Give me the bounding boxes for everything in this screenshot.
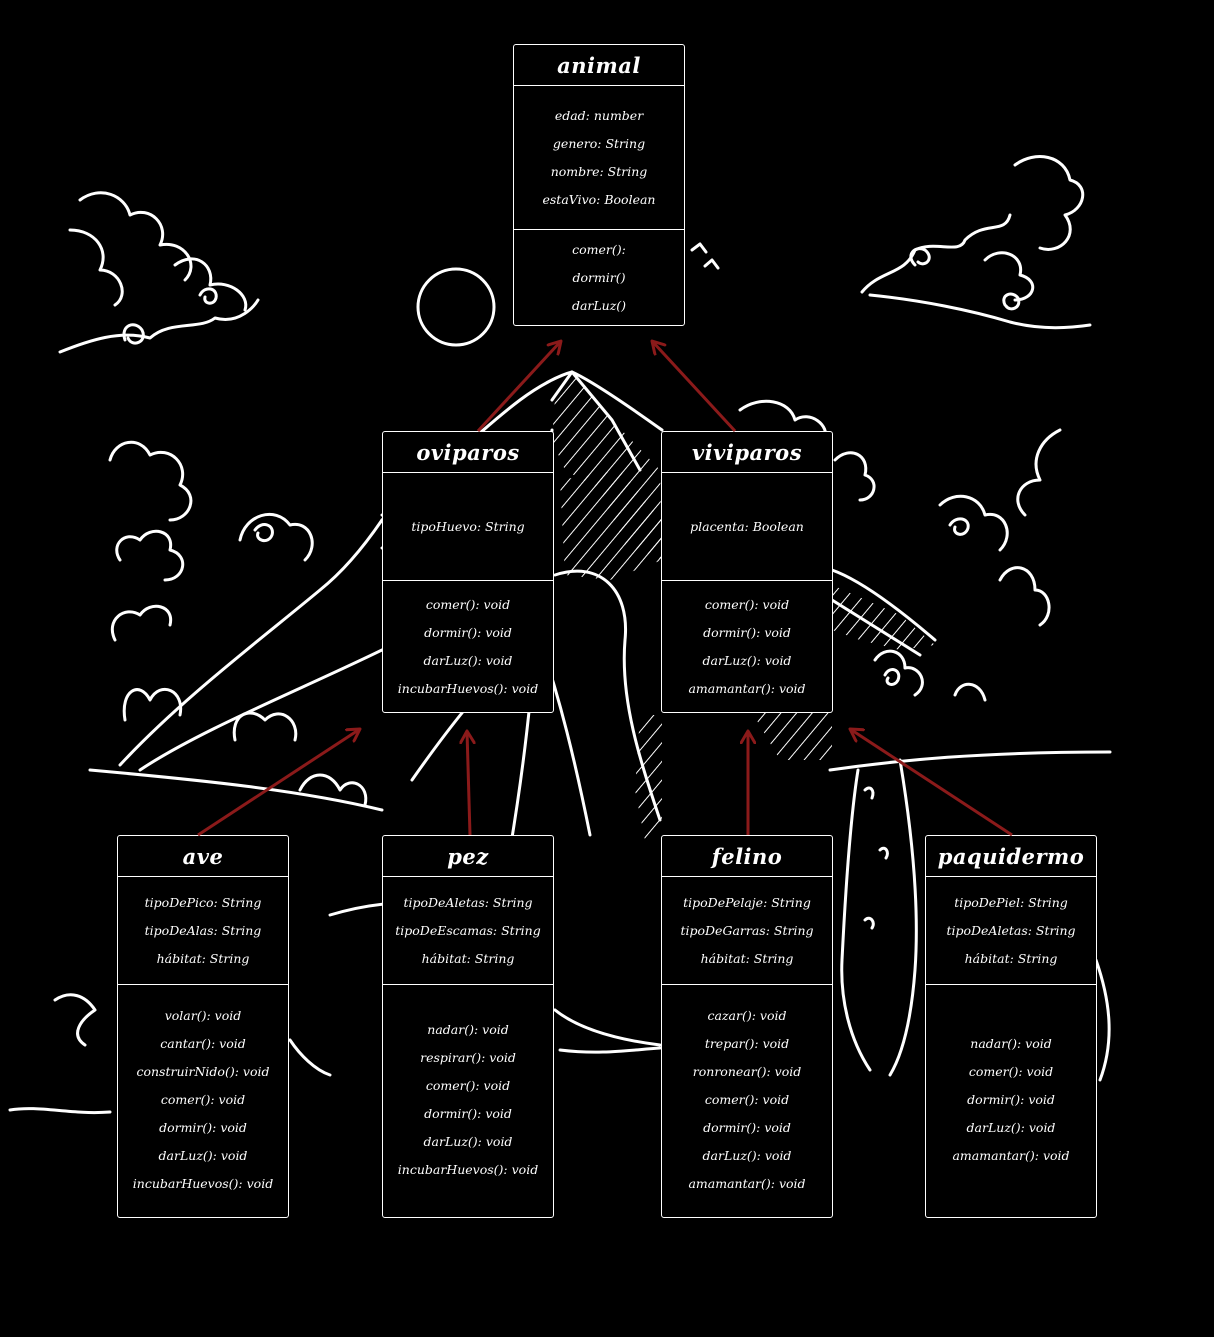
attribute: tipoDeEscamas: String bbox=[395, 922, 541, 938]
methods-section: volar(): void cantar(): void construirNido… bbox=[118, 985, 288, 1215]
attribute: edad: number bbox=[554, 107, 644, 123]
class-pez[interactable]: pez tipoDeAletas: String tipoDeEscamas: S… bbox=[382, 835, 554, 1218]
method: volar(): void bbox=[164, 1008, 242, 1023]
sun-icon bbox=[416, 267, 496, 347]
class-name: viviparos bbox=[662, 432, 832, 473]
method: darLuz(): void bbox=[702, 652, 792, 668]
class-name: oviparos bbox=[383, 432, 553, 473]
attribute: tipoDeAlas: String bbox=[144, 922, 262, 938]
methods-section: nadar(): void comer(): void dormir(): void… bbox=[926, 985, 1096, 1215]
attribute: estaVivo: Boolean bbox=[542, 191, 656, 207]
cloud-left-icon bbox=[58, 191, 260, 354]
class-oviparos[interactable]: oviparos tipoHuevo: String comer(): void… bbox=[382, 431, 554, 713]
attribute: genero: String bbox=[552, 135, 646, 151]
attribute: tipoDeAletas: String bbox=[403, 894, 533, 910]
class-name: paquidermo bbox=[926, 836, 1096, 877]
method: darLuz(): void bbox=[423, 652, 513, 668]
methods-section: comer(): dormir() darLuz() bbox=[514, 230, 684, 325]
method: darLuz(): void bbox=[702, 1148, 792, 1163]
method: darLuz() bbox=[571, 297, 627, 313]
method: dormir(): void bbox=[424, 1106, 512, 1121]
method: trepar(): void bbox=[704, 1036, 790, 1051]
methods-section: comer(): void dormir(): void darLuz(): voi… bbox=[383, 581, 553, 712]
method: darLuz(): void bbox=[423, 1134, 513, 1149]
method: dormir(): void bbox=[967, 1092, 1055, 1107]
attribute: placenta: Boolean bbox=[690, 518, 804, 534]
method: incubarHuevos(): void bbox=[397, 680, 539, 696]
attribute: tipoDePiel: String bbox=[954, 894, 1068, 910]
method: comer(): void bbox=[160, 1092, 246, 1107]
method: ronronear(): void bbox=[692, 1064, 802, 1079]
methods-section: nadar(): void respirar(): void comer(): vo… bbox=[383, 985, 553, 1215]
method: darLuz(): void bbox=[158, 1148, 248, 1163]
method: cantar(): void bbox=[160, 1036, 246, 1051]
attributes-section: tipoHuevo: String bbox=[383, 473, 553, 581]
attributes-section: placenta: Boolean bbox=[662, 473, 832, 581]
method: nadar(): void bbox=[970, 1036, 1052, 1051]
bird-icon bbox=[690, 242, 708, 254]
attribute: hábitat: String bbox=[964, 950, 1058, 966]
method: nadar(): void bbox=[427, 1022, 509, 1037]
method: comer(): void bbox=[968, 1064, 1054, 1079]
bird-icon bbox=[703, 258, 720, 270]
method: amamantar(): void bbox=[952, 1148, 1070, 1163]
attributes-section: edad: number genero: String nombre: String… bbox=[514, 86, 684, 230]
methods-section: comer(): void dormir(): void darLuz(): voi… bbox=[662, 581, 832, 712]
attribute: tipoDePico: String bbox=[144, 894, 262, 910]
method: darLuz(): void bbox=[966, 1120, 1056, 1135]
class-viviparos[interactable]: viviparos placenta: Boolean comer(): voi… bbox=[661, 431, 833, 713]
method: incubarHuevos(): void bbox=[397, 1162, 539, 1177]
method: dormir(): void bbox=[159, 1120, 247, 1135]
attributes-section: tipoDePiel: String tipoDeAletas: String há… bbox=[926, 877, 1096, 985]
class-name: animal bbox=[514, 45, 684, 86]
class-name: felino bbox=[662, 836, 832, 877]
cloud-right-icon bbox=[860, 155, 1092, 330]
method: amamantar(): void bbox=[688, 1176, 806, 1191]
attribute: hábitat: String bbox=[421, 950, 515, 966]
method: construirNido(): void bbox=[136, 1064, 270, 1079]
attribute: tipoHuevo: String bbox=[411, 518, 525, 534]
method: comer(): bbox=[572, 241, 626, 257]
attributes-section: tipoDePelaje: String tipoDeGarras: String… bbox=[662, 877, 832, 985]
class-paquidermo[interactable]: paquidermo tipoDePiel: String tipoDeAleta… bbox=[925, 835, 1097, 1218]
method: incubarHuevos(): void bbox=[132, 1176, 274, 1191]
attribute: tipoDeAletas: String bbox=[946, 922, 1076, 938]
method: dormir(): void bbox=[703, 1120, 791, 1135]
attribute: nombre: String bbox=[550, 163, 648, 179]
method: cazar(): void bbox=[707, 1008, 787, 1023]
method: respirar(): void bbox=[420, 1050, 516, 1065]
method: comer(): void bbox=[704, 1092, 790, 1107]
method: comer(): void bbox=[425, 596, 511, 612]
method: amamantar(): void bbox=[688, 680, 806, 696]
class-felino[interactable]: felino tipoDePelaje: String tipoDeGarras:… bbox=[661, 835, 833, 1218]
attributes-section: tipoDeAletas: String tipoDeEscamas: Strin… bbox=[383, 877, 553, 985]
methods-section: cazar(): void trepar(): void ronronear(): … bbox=[662, 985, 832, 1215]
attribute: hábitat: String bbox=[156, 950, 250, 966]
method: dormir(): void bbox=[703, 624, 791, 640]
attribute: hábitat: String bbox=[700, 950, 794, 966]
attributes-section: tipoDePico: String tipoDeAlas: String hábi… bbox=[118, 877, 288, 985]
class-name: ave bbox=[118, 836, 288, 877]
class-ave[interactable]: ave tipoDePico: String tipoDeAlas: String… bbox=[117, 835, 289, 1218]
attribute: tipoDePelaje: String bbox=[683, 894, 811, 910]
method: comer(): void bbox=[425, 1078, 511, 1093]
class-animal[interactable]: animal edad: number genero: String nombre:… bbox=[513, 44, 685, 326]
method: dormir(): void bbox=[424, 624, 512, 640]
class-name: pez bbox=[383, 836, 553, 877]
attribute: tipoDeGarras: String bbox=[680, 922, 814, 938]
method: comer(): void bbox=[704, 596, 790, 612]
method: dormir() bbox=[572, 269, 626, 285]
